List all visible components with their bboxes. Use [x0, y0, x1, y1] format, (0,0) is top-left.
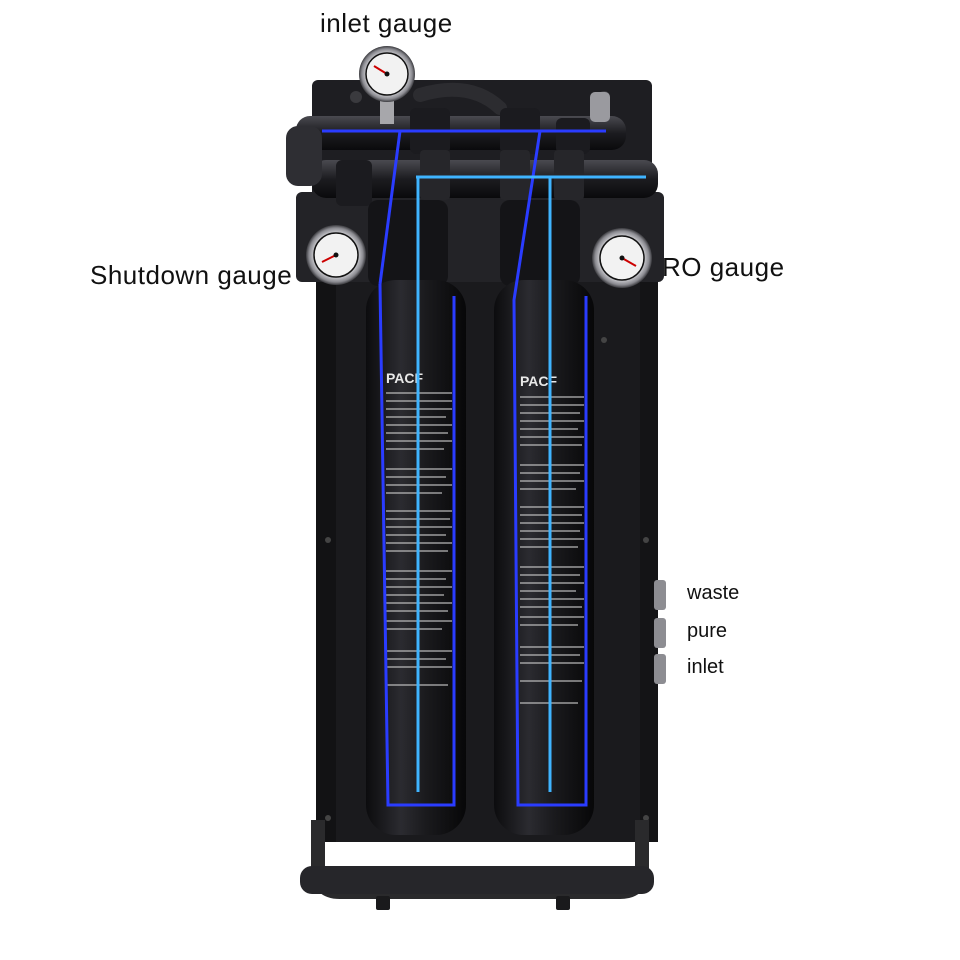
- filter-brand-label-left: PACF: [386, 370, 424, 386]
- waste-port-label: waste: [687, 582, 740, 604]
- filter-brand-label-right: PACF: [520, 373, 558, 389]
- side-ports: [654, 580, 666, 684]
- inlet-gauge-label: inlet gauge: [320, 8, 453, 38]
- base-frame: [300, 820, 654, 910]
- shutdown-gauge-label: Shutdown gauge: [90, 260, 293, 290]
- ro-gauge-dial: [592, 228, 652, 288]
- filter-cartridge-right: PACF: [494, 200, 594, 835]
- inlet-port-label: inlet: [687, 656, 724, 678]
- shutdown-gauge-dial: [306, 225, 366, 285]
- pure-port-label: pure: [687, 620, 728, 642]
- main-housing: [296, 192, 664, 842]
- ro-gauge-label: RO gauge: [662, 252, 785, 282]
- manifold: [286, 82, 658, 206]
- pure-flow-path: [416, 175, 646, 792]
- inlet-gauge-dial: [359, 46, 415, 124]
- inlet-flow-path: [322, 129, 606, 807]
